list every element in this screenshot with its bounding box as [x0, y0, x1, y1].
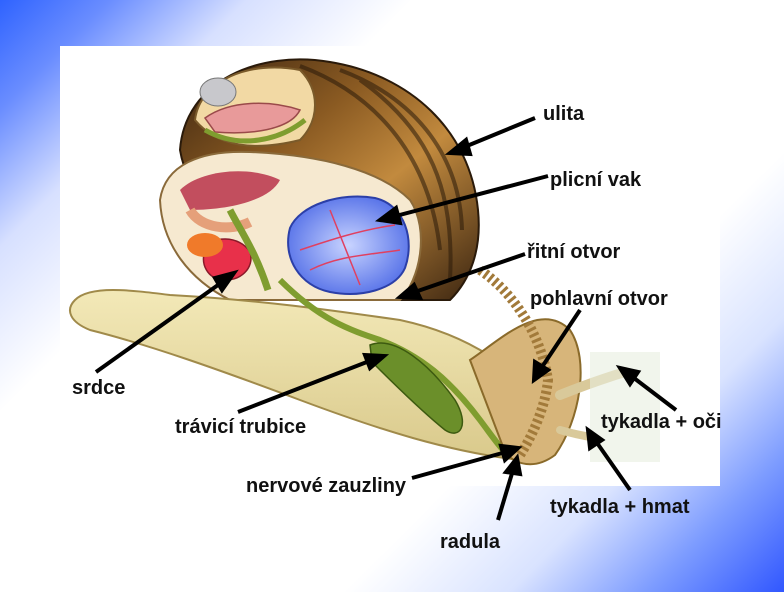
- label-radula: radula: [440, 532, 500, 552]
- arrow-ulita: [462, 118, 535, 148]
- label-tykadla-hmat: tykadla + hmat: [550, 497, 690, 517]
- label-tykadla-oci: tykadla + oči: [601, 412, 722, 432]
- label-pohlavni-otvor: pohlavní otvor: [530, 289, 668, 309]
- label-plicni-vak: plicní vak: [550, 170, 641, 190]
- arrow-nervove-zauzliny: [412, 452, 506, 478]
- label-travici-trubice: trávicí trubice: [175, 417, 306, 437]
- label-ritni-otvor: řitní otvor: [527, 242, 620, 262]
- label-nervove-zauzliny: nervové zauzliny: [246, 476, 406, 496]
- label-ulita: ulita: [543, 104, 584, 124]
- arrow-radula: [498, 470, 513, 520]
- kidney: [187, 233, 223, 257]
- label-srdce: srdce: [72, 378, 125, 398]
- gland-grey: [200, 78, 236, 106]
